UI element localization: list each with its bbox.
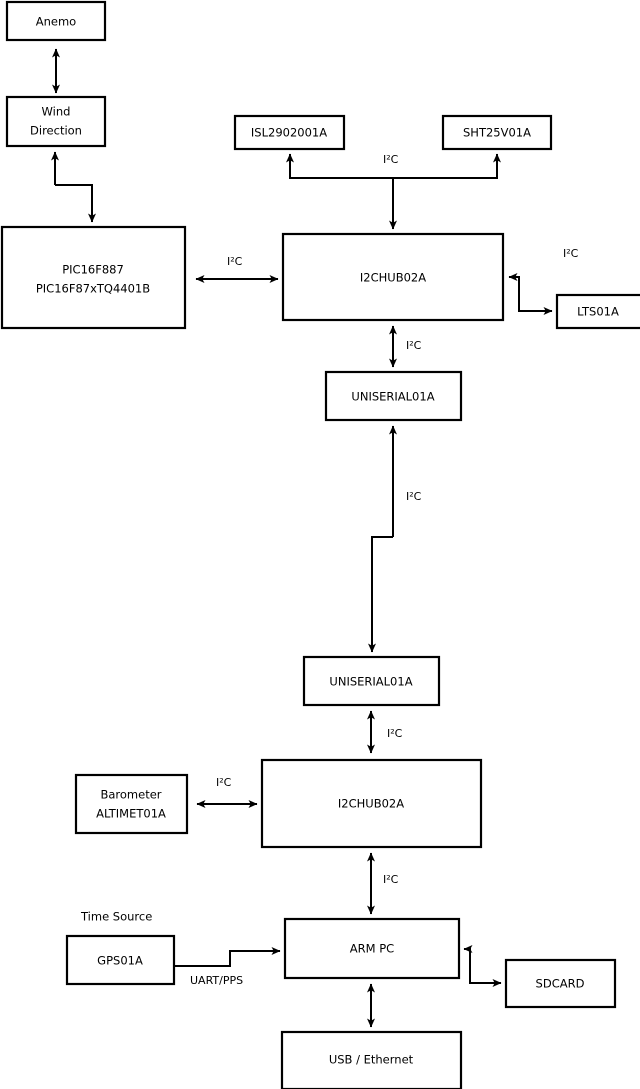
node-i2chub02a-bottom-label: I2CHUB02A (338, 797, 404, 811)
node-sht25v01a[interactable]: SHT25V01A (441, 114, 553, 151)
edge-wind-pic (55, 184, 96, 223)
node-i2chub02a-top[interactable]: I2CHUB02A (281, 232, 505, 322)
free-labels-group: Time Source (80, 910, 152, 924)
edge-label-i2c-uniserial-hubbot: I²C (387, 727, 403, 740)
edge-armpc-sdcard (469, 949, 502, 987)
edge-label-i2c-top-bus: I²C (383, 153, 399, 166)
edge-label-i2c-hub-uniserial: I²C (406, 339, 422, 352)
node-isl2902001a[interactable]: ISL2902001A (233, 114, 346, 151)
node-barometer-label-line1: Barometer (100, 788, 161, 802)
node-i2chub02a-top-label: I2CHUB02A (360, 271, 426, 285)
node-wind-direction-label-line2: Direction (30, 124, 82, 138)
node-sht25v01a-label: SHT25V01A (463, 126, 531, 140)
node-sdcard-label: SDCARD (536, 977, 585, 991)
node-gps01a[interactable]: GPS01A (65, 934, 176, 986)
node-wind-direction-label-line1: Wind (42, 105, 71, 119)
node-wind-direction[interactable]: Wind Direction (5, 95, 107, 148)
label-time-source: Time Source (80, 910, 152, 924)
node-arm-pc-label: ARM PC (350, 942, 394, 956)
edge-label-i2c-pic-hub: I²C (227, 255, 243, 268)
edge-sdcard-armpc (463, 945, 480, 984)
node-arm-pc[interactable]: ARM PC (283, 917, 461, 980)
edge-bus-sht (393, 153, 501, 179)
node-i2chub02a-bottom[interactable]: I2CHUB02A (260, 758, 483, 849)
node-uniserial01a-top-label: UNISERIAL01A (351, 390, 434, 404)
edge-label-i2c-hubbot-armpc: I²C (383, 873, 399, 886)
edge-bus-isl (286, 153, 393, 179)
edge-labels-group: I²C I²C I²C I²C I²C I²C I²C I²C UART/PPS (190, 153, 579, 987)
node-lts01a[interactable]: LTS01A (555, 293, 640, 330)
edge-uniserial-down (368, 536, 393, 653)
node-uniserial01a-bottom[interactable]: UNISERIAL01A (302, 655, 441, 707)
node-usb-ethernet[interactable]: USB / Ethernet (280, 1030, 463, 1089)
node-uniserial01a-bottom-label: UNISERIAL01A (329, 675, 412, 689)
node-sdcard[interactable]: SDCARD (504, 958, 617, 1009)
edge-gps-armpc (174, 947, 281, 967)
node-pic16f887-label-line2: PIC16F87xTQ4401B (36, 282, 150, 296)
edge-hub-lts (518, 277, 553, 315)
node-barometer-label-line2: ALTIMET01A (96, 807, 166, 821)
node-gps01a-label: GPS01A (97, 954, 143, 968)
node-pic16f887[interactable]: PIC16F887 PIC16F87xTQ4401B (0, 225, 187, 330)
node-uniserial01a-top[interactable]: UNISERIAL01A (324, 370, 463, 422)
edge-label-uart-pps: UART/PPS (190, 974, 243, 987)
node-lts01a-label: LTS01A (577, 305, 619, 319)
node-usb-ethernet-label: USB / Ethernet (329, 1053, 414, 1067)
node-pic16f887-label-line1: PIC16F887 (62, 263, 124, 277)
node-anemo-label: Anemo (36, 15, 76, 29)
edge-label-i2c-hub-lts: I²C (563, 247, 579, 260)
node-isl2902001a-label: ISL2902001A (251, 126, 327, 140)
node-barometer[interactable]: Barometer ALTIMET01A (74, 773, 189, 835)
node-anemo[interactable]: Anemo (5, 0, 107, 42)
edges-group (51, 48, 553, 1028)
edge-label-i2c-uniserial-uniserial: I²C (406, 490, 422, 503)
edge-label-i2c-barometer-hub: I²C (216, 776, 232, 789)
